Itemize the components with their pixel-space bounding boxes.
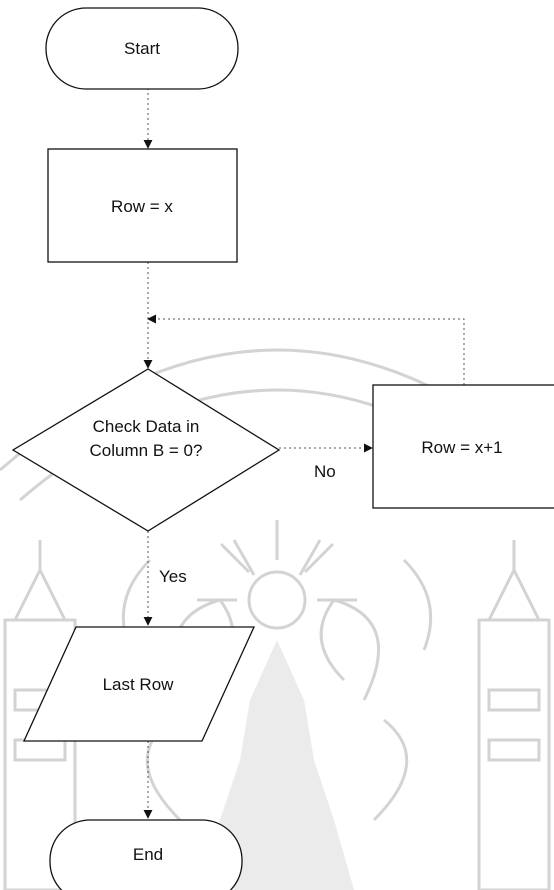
assign-row-process: Row = x [47, 148, 238, 263]
assign-row-label: Row = x [111, 197, 173, 216]
start-label: Start [124, 39, 160, 58]
edge-loop-back [147, 314, 465, 385]
check-decision: Check Data in Column B = 0? [11, 368, 281, 532]
check-label-line1: Check Data in [93, 417, 200, 436]
last-row-data-parallelogram: Last Row [22, 626, 256, 742]
last-row-label: Last Row [103, 675, 175, 694]
yes-edge-label: Yes [159, 567, 187, 586]
increment-row-process: Row = x+1 [372, 384, 554, 509]
watermark-seal [0, 348, 554, 890]
end-label: End [133, 845, 163, 864]
connectors [143, 88, 465, 819]
increment-row-label: Row = x+1 [421, 438, 502, 457]
end-terminator: End [49, 819, 243, 890]
start-terminator: Start [45, 7, 239, 90]
check-label-line2: Column B = 0? [90, 441, 203, 460]
no-edge-label: No [314, 462, 336, 481]
